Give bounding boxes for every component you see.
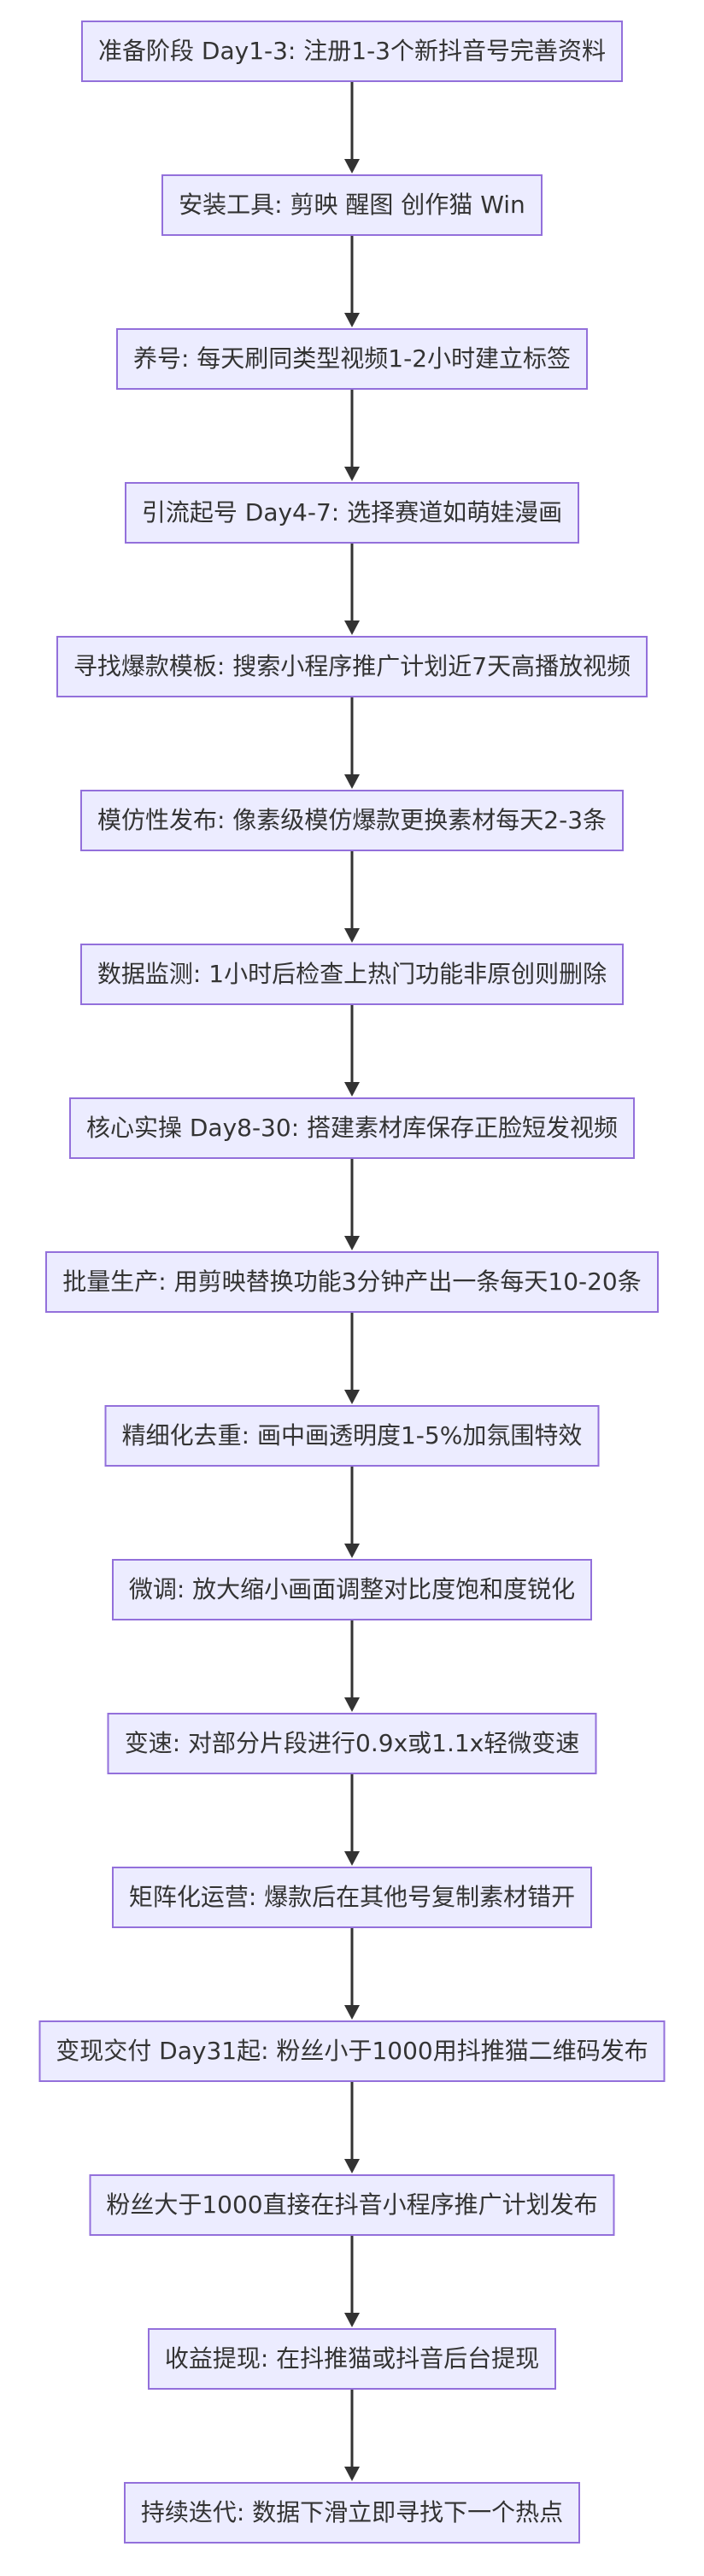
flow-arrowhead-4 (344, 620, 360, 635)
flow-step-8: 核心实操 Day8-30: 搭建素材库保存正脸短发视频 (69, 1097, 635, 1159)
flow-step-5: 寻找爆款模板: 搜索小程序推广计划近7天高播放视频 (56, 636, 648, 697)
flow-step-7: 数据监测: 1小时后检查上热门功能非原创则删除 (80, 944, 624, 1005)
flow-arrowhead-8 (344, 1236, 360, 1250)
flow-arrowhead-2 (344, 313, 360, 327)
flow-arrowhead-10 (344, 1544, 360, 1558)
flow-step-1: 准备阶段 Day1-3: 注册1-3个新抖音号完善资料 (81, 21, 623, 82)
flow-arrowhead-7 (344, 1082, 360, 1097)
flow-step-11: 微调: 放大缩小画面调整对比度饱和度锐化 (112, 1559, 592, 1620)
flow-step-14: 变现交付 Day31起: 粉丝小于1000用抖推猫二维码发布 (38, 2020, 666, 2082)
flow-arrowhead-16 (344, 2467, 360, 2481)
flow-arrowhead-12 (344, 1851, 360, 1866)
flow-step-15: 粉丝大于1000直接在抖音小程序推广计划发布 (89, 2174, 615, 2236)
flow-step-13: 矩阵化运营: 爆款后在其他号复制素材错开 (112, 1867, 592, 1928)
flow-arrowhead-6 (344, 928, 360, 943)
flow-arrowhead-13 (344, 2005, 360, 2020)
flow-arrowhead-15 (344, 2313, 360, 2327)
flow-step-16: 收益提现: 在抖推猫或抖音后台提现 (148, 2328, 556, 2390)
flow-arrowhead-11 (344, 1697, 360, 1712)
flow-step-9: 批量生产: 用剪映替换功能3分钟产出一条每天10-20条 (45, 1251, 659, 1313)
flow-step-3: 养号: 每天刷同类型视频1-2小时建立标签 (116, 328, 588, 390)
flow-step-2: 安装工具: 剪映 醒图 创作猫 Win (161, 174, 543, 236)
flow-step-12: 变速: 对部分片段进行0.9x或1.1x轻微变速 (107, 1713, 597, 1774)
flow-arrowhead-3 (344, 467, 360, 481)
flow-arrowhead-5 (344, 774, 360, 789)
flow-step-6: 模仿性发布: 像素级模仿爆款更换素材每天2-3条 (80, 790, 624, 851)
flow-arrowhead-1 (344, 159, 360, 173)
flow-step-17: 持续迭代: 数据下滑立即寻找下一个热点 (124, 2482, 580, 2544)
flow-arrowhead-14 (344, 2159, 360, 2173)
flow-step-10: 精细化去重: 画中画透明度1-5%加氛围特效 (104, 1405, 600, 1467)
flow-step-4: 引流起号 Day4-7: 选择赛道如萌娃漫画 (125, 482, 579, 544)
flow-arrowhead-9 (344, 1390, 360, 1404)
